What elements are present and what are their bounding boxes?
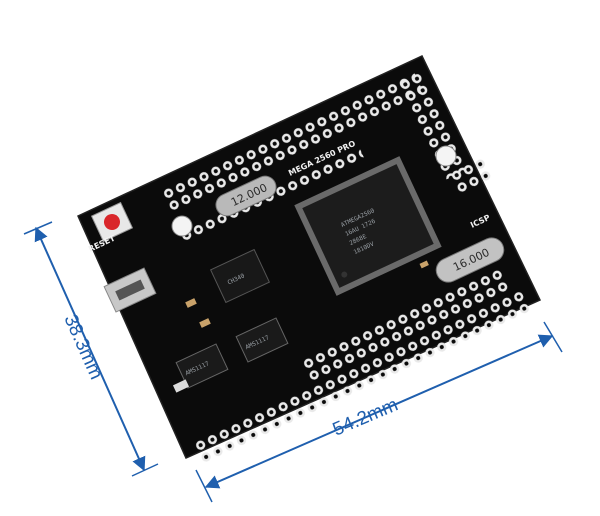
micro-usb-port <box>103 267 157 313</box>
regulator-2: AMS1117 <box>235 317 289 363</box>
height-dimension-line <box>34 226 146 472</box>
mounting-hole-right <box>435 145 457 167</box>
regulator-1: AMS1117 <box>175 343 229 389</box>
pcb-board: ATMEGA2560 16AU 1726 2868E 1810DV 12.000… <box>77 55 542 466</box>
bottom-inner-header-pads <box>300 267 511 384</box>
height-tick-bottom <box>131 463 159 477</box>
smd-component <box>172 379 190 393</box>
smd-component <box>199 318 211 328</box>
reset-button <box>90 201 134 243</box>
mounting-hole-left <box>171 215 193 237</box>
mcu-chip: ATMEGA2560 16AU 1726 2868E 1810DV <box>294 156 442 296</box>
usb-serial-chip: CH340 <box>209 248 271 304</box>
icsp-pads <box>448 155 495 196</box>
width-tick-left <box>195 469 213 503</box>
top-header-pads <box>160 71 425 214</box>
height-tick-top <box>23 221 53 235</box>
smd-component <box>185 298 197 308</box>
bottom-header-pads <box>192 289 532 466</box>
width-dimension-line <box>204 334 554 489</box>
smd-component <box>419 260 429 269</box>
height-label: 38.3mm <box>59 311 106 382</box>
width-tick-right <box>543 321 563 353</box>
